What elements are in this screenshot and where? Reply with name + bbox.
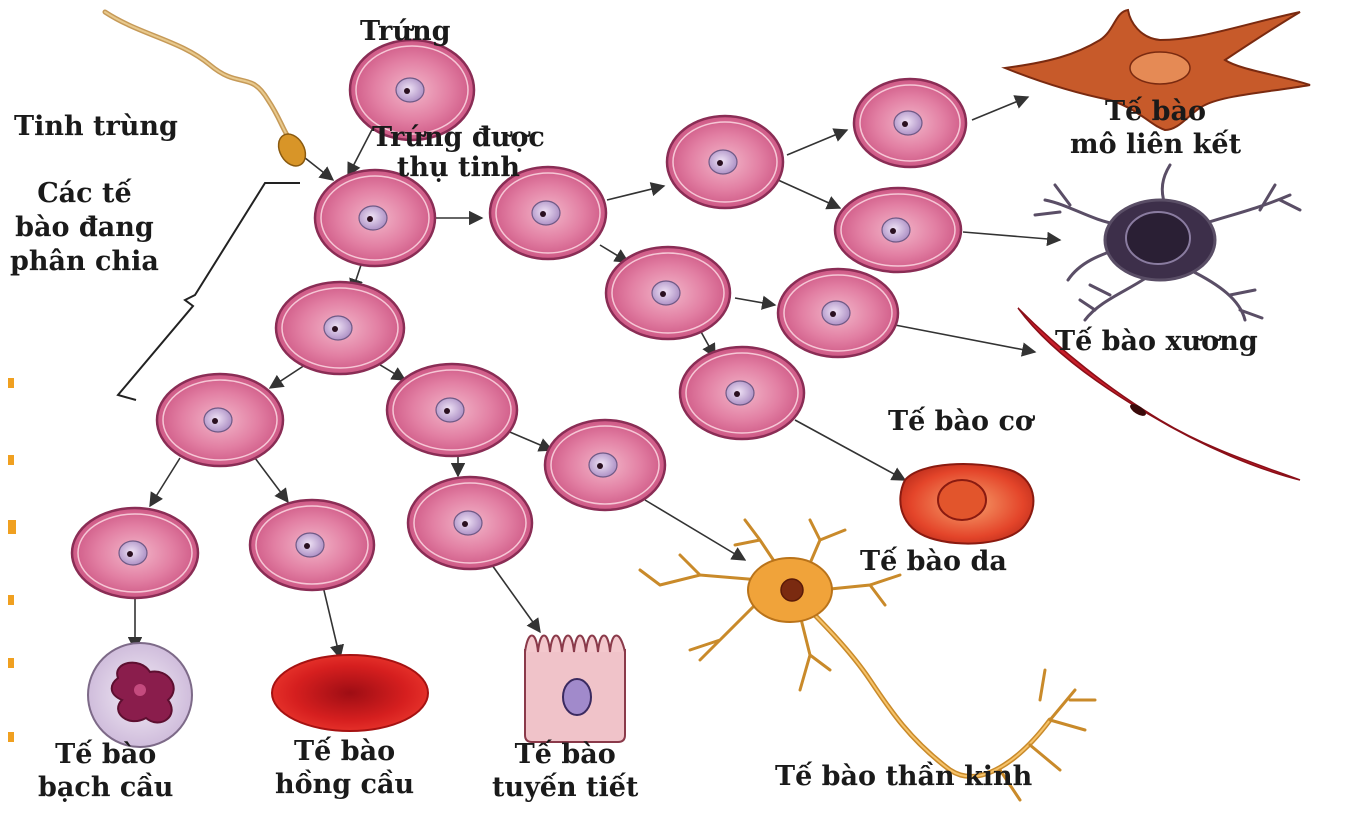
gland-cell — [525, 636, 625, 743]
dividing-cell — [835, 188, 961, 272]
dividing-cell — [72, 508, 198, 598]
arrow — [255, 458, 288, 502]
arrow — [492, 565, 540, 632]
dividing-cell — [408, 477, 532, 569]
label-red-blood-cell: Tế bào hồng cầu — [275, 735, 414, 801]
label-gland-cell: Tế bào tuyến tiết — [492, 738, 638, 804]
arrow — [645, 500, 745, 560]
dividing-cell — [387, 364, 517, 456]
arrow — [505, 430, 552, 450]
label-nerve-cell: Tế bào thần kinh — [775, 760, 1032, 793]
arrow — [150, 458, 180, 506]
label-connective-tissue-cell: Tế bào mô liên kết — [1070, 95, 1241, 161]
skin-cell — [900, 464, 1033, 544]
sperm-cell — [105, 12, 311, 171]
label-muscle-cell: Tế bào cơ — [888, 405, 1033, 438]
dividing-cell — [157, 374, 283, 466]
label-fertilized-egg: Trứng được thụ tinh — [372, 123, 545, 183]
dividing-cell — [315, 170, 435, 266]
label-egg: Trứng — [360, 15, 451, 48]
dividing-cell — [778, 269, 898, 357]
red-blood-cell — [272, 655, 428, 731]
arrow — [735, 298, 775, 305]
dividing-cell — [667, 116, 783, 208]
arrow — [963, 232, 1060, 240]
arrow — [895, 325, 1035, 352]
dividing-cell — [854, 79, 966, 167]
white-blood-cell — [88, 643, 192, 747]
dividing-cell — [680, 347, 804, 439]
label-dividing-cells: Các tế bào đang phân chia — [10, 177, 159, 279]
arrow — [972, 97, 1028, 120]
arrow — [607, 186, 664, 200]
label-sperm: Tinh trùng — [14, 110, 178, 143]
label-skin-cell: Tế bào da — [860, 545, 1007, 578]
arrow — [322, 582, 340, 658]
dividing-cell — [276, 282, 404, 374]
arrow — [787, 130, 847, 155]
bone-cell — [1035, 165, 1300, 320]
arrow — [270, 365, 305, 388]
label-bone-cell: Tế bào xương — [1055, 325, 1258, 358]
arrow — [778, 180, 840, 208]
dividing-cell — [606, 247, 730, 339]
dividing-cell — [545, 420, 665, 510]
edge-fragments — [8, 378, 16, 742]
dividing-cell — [250, 500, 374, 590]
label-white-blood-cell: Tế bào bạch cầu — [38, 738, 173, 804]
